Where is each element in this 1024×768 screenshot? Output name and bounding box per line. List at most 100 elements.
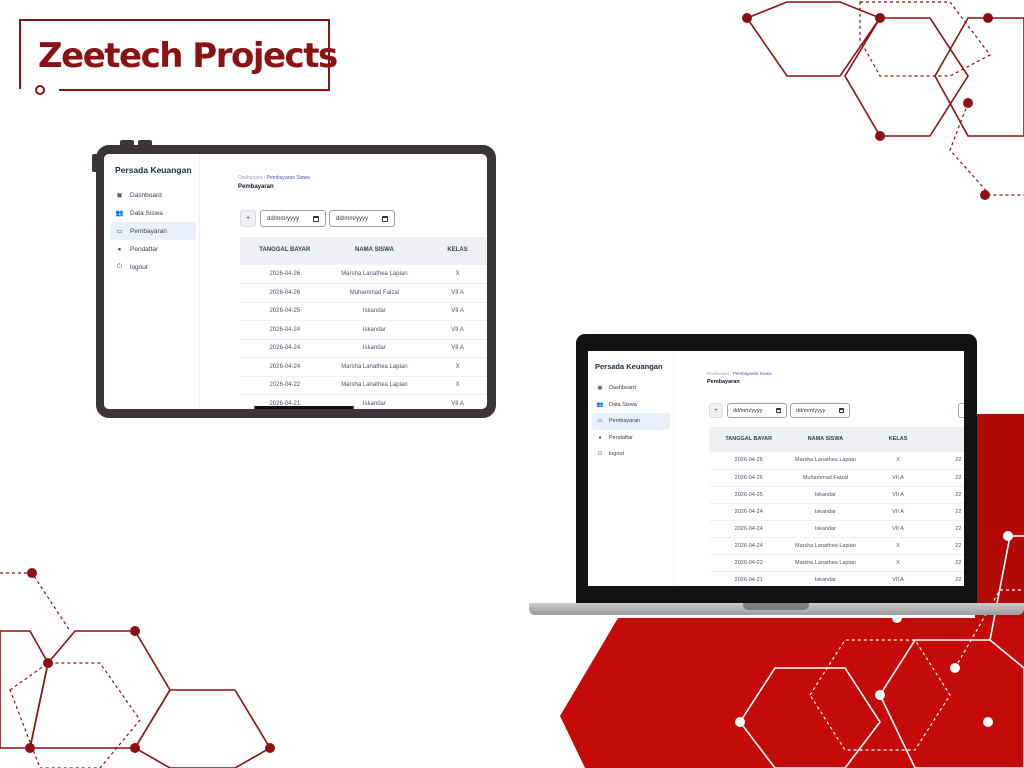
calendar-icon[interactable] <box>313 215 319 222</box>
cell-kelas: VII A <box>419 394 487 409</box>
date-from-input[interactable]: dd/mm/yyyy <box>260 210 326 227</box>
cell-nama: Marsha Lanathea Lapian <box>329 265 420 284</box>
power-icon: ⏻ <box>116 263 123 270</box>
cell-truncated: 22 <box>933 503 964 521</box>
cell-tanggal: 2026-04-26 <box>240 283 330 303</box>
column-header-tanggal: TANGGAL BAYAR <box>709 427 789 452</box>
hexagon-network-top-right <box>745 1 1024 137</box>
cell-tanggal: 2026-04-21 <box>709 571 789 586</box>
sidebar-item-dashboard[interactable]: ▣ Dashboard <box>592 380 670 397</box>
tablet-mockup: Persada Keuangan ▣Dashboard 👥Data Siswa … <box>92 140 496 418</box>
dashboard-icon: ▣ <box>597 385 603 392</box>
sidebar-item-pembayaran[interactable]: ▭Pembayaran <box>110 222 196 240</box>
card-icon: ▭ <box>116 228 123 235</box>
sidebar-item-logout[interactable]: ⏻logout <box>592 446 670 463</box>
cell-truncated: 22 <box>933 571 964 586</box>
payments-table: TANGGAL BAYAR NAMA SISWA KELAS 2026-04-2… <box>240 237 487 409</box>
sidebar-item-label: Data Siswa <box>130 209 163 217</box>
calendar-icon[interactable] <box>839 408 844 413</box>
tablet-top-button-1 <box>120 140 134 146</box>
column-header-kelas: KELAS <box>862 427 934 452</box>
cell-nama: Iskandar <box>788 520 863 538</box>
cell-kelas: VII A <box>419 283 487 303</box>
user-icon: ● <box>117 245 122 253</box>
date-from-placeholder: dd/mm/yyyy <box>267 215 300 222</box>
calendar-icon[interactable] <box>776 408 781 413</box>
breadcrumb-current: Pembayaran Siswa <box>732 371 772 376</box>
add-button[interactable]: + <box>240 210 256 227</box>
breadcrumb: Dashboard / Pembayaran Siswa <box>707 371 772 376</box>
date-from-placeholder: dd/mm/yyyy <box>733 407 763 414</box>
sidebar-item-pembayaran[interactable]: ▭Pembayaran <box>592 413 670 430</box>
calendar-icon[interactable] <box>382 215 388 222</box>
brand-logo: Zeetech Projects <box>19 19 338 95</box>
cell-tanggal: 2026-04-24 <box>240 357 330 377</box>
cell-kelas: VII A <box>862 503 934 521</box>
cell-kelas: VII A <box>862 571 934 586</box>
cell-kelas: X <box>862 452 934 470</box>
date-to-input[interactable]: dd/mm/yyyy <box>329 210 395 227</box>
user-icon: ● <box>598 434 602 441</box>
date-from-input[interactable]: dd/mm/yyyy <box>727 403 787 418</box>
breadcrumb-root[interactable]: Dashboard <box>238 175 263 181</box>
sidebar: Persada Keuangan ▣Dashboard 👥Data Siswa … <box>104 154 200 409</box>
users-icon: 👥 <box>115 210 124 217</box>
cell-nama: Marsha Lanathea Lapian <box>788 452 863 470</box>
column-header-tanggal: TANGGAL BAYAR <box>240 237 330 265</box>
cell-truncated: 22 <box>933 537 964 555</box>
cell-tanggal: 2026-04-22 <box>240 376 330 395</box>
cell-nama: Iskandar <box>788 571 863 586</box>
cell-kelas: X <box>419 376 487 395</box>
sidebar-item-label: logout <box>130 263 148 271</box>
sidebar-item-label: Dashboard <box>609 385 636 392</box>
sidebar-item-pendaftar[interactable]: ● Pendaftar <box>110 240 196 258</box>
column-header-nama: NAMA SISWA <box>788 427 863 452</box>
sidebar-item-dashboard[interactable]: ▣ Dashboard <box>110 186 196 204</box>
cell-kelas: VII A <box>419 320 487 340</box>
add-button[interactable]: + <box>709 403 723 418</box>
hexagon-nodes-bottom-left <box>25 568 275 753</box>
date-to-input[interactable]: dd/mm/yyyy <box>790 403 850 418</box>
cell-nama: Marsha Lanathea Lapian <box>329 376 420 395</box>
main-content: Dashboard / Pembayaran Siswa Pembayaran … <box>200 154 487 409</box>
cell-kelas: X <box>862 537 934 555</box>
sidebar-item-data-siswa[interactable]: 👥Data Siswa <box>592 397 670 414</box>
cell-nama: Marsha Lanathea Lapian <box>329 357 420 377</box>
sidebar-item-label: Pendaftar <box>609 434 633 441</box>
cell-tanggal: 2026-04-26 <box>709 469 789 487</box>
red-hexagon-shape <box>560 414 1024 768</box>
cell-tanggal: 2026-04-25 <box>240 302 330 321</box>
sidebar-item-label: Pendaftar <box>130 245 159 253</box>
sidebar-item-label: Dashboard <box>130 191 162 199</box>
sidebar-item-pendaftar[interactable]: ● Pendaftar <box>592 430 670 447</box>
tablet-screen: Persada Keuangan ▣Dashboard 👥Data Siswa … <box>104 154 487 409</box>
sidebar-item-label: logout <box>609 451 624 458</box>
breadcrumb-root[interactable]: Dashboard <box>707 371 730 376</box>
brand-underline-dot <box>35 85 45 95</box>
dashboard-icon: ▣ <box>116 192 123 199</box>
sidebar-nav: ▣ Dashboard 👥 Data Siswa ▭Pembayaran ● Pend… <box>110 186 196 276</box>
breadcrumb-separator: / <box>263 175 266 181</box>
hexagon-nodes-bottom-right <box>735 531 1013 727</box>
tablet-side-button <box>92 154 98 172</box>
cell-tanggal: 2026-04-24 <box>709 520 789 538</box>
sidebar-item-logout[interactable]: ⏻ logout <box>110 258 196 276</box>
filter-action-button[interactable] <box>958 403 964 418</box>
column-header-kelas: KELAS <box>419 237 487 265</box>
cell-nama: Iskandar <box>788 486 863 504</box>
cell-tanggal: 2026-04-24 <box>709 503 789 521</box>
cell-tanggal: 2026-04-26 <box>240 265 330 284</box>
sidebar-item-data-siswa[interactable]: 👥 Data Siswa <box>110 204 196 222</box>
cell-kelas: VII A <box>862 520 934 538</box>
cell-truncated: 22 <box>933 452 964 470</box>
filter-bar: + dd/mm/yyyy dd/mm/yyyy <box>240 210 398 227</box>
